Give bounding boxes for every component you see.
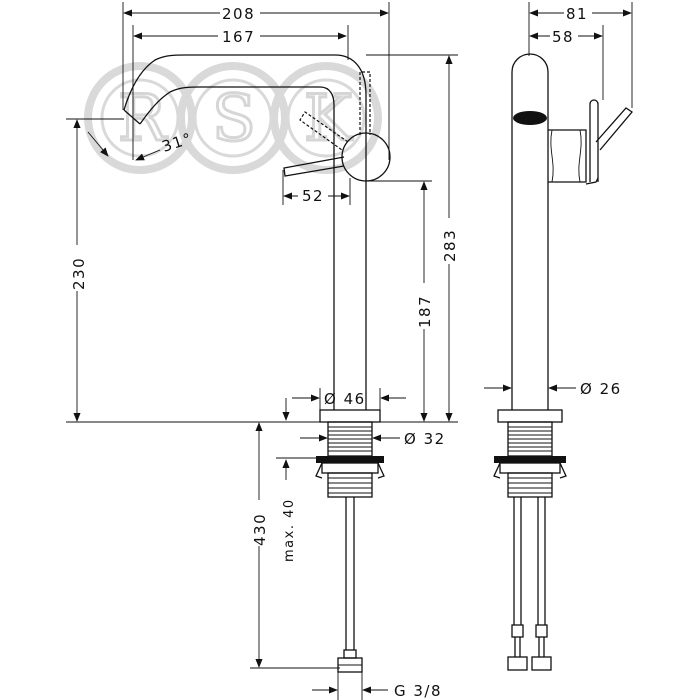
dim-total-reach: 208 [222,5,255,23]
dim-connection: G 3/8 [394,682,442,700]
lever-alt-up [359,71,371,135]
dim-spout-reach: 167 [222,28,255,46]
dim-side-width: 81 [566,5,588,23]
front-view [66,54,391,673]
side-handle-block [548,129,587,183]
fixing-nut [327,472,373,498]
threaded-shank [327,421,373,457]
side-connector-2 [531,656,552,671]
dim-height-283: 283 [441,229,459,262]
front-dimensions: 208 167 31° 52 230 283 187 [66,2,459,700]
spout-inner [139,86,335,130]
side-dimensions: 81 58 Ø 26 [484,2,633,398]
side-view [493,53,633,671]
lever-alt-angled [299,111,349,151]
mounting-plate [316,456,384,463]
dim-side-depth: 58 [552,28,574,46]
dim-height-187: 187 [416,295,434,328]
handle-lever [283,156,345,177]
base-ring [319,409,381,423]
dim-handle-offset: 52 [302,187,324,205]
side-base-ring [497,409,563,423]
rsk-watermark: R S K [84,62,382,174]
side-body-outline [511,53,549,410]
dim-body-diameter: Ø 46 [324,390,366,408]
side-mounting-plate [494,456,566,463]
dim-height-230: 230 [70,257,88,290]
dim-pipe-length: 430 [251,513,269,546]
side-threaded-shank [507,421,553,457]
side-fixing-nut [507,472,553,498]
side-lever [589,99,599,182]
dim-max-thickness: max. 40 [282,498,297,562]
spout-outline [123,54,367,130]
side-connector-1 [507,656,528,671]
watermark-letter-s: S [212,82,256,156]
dim-side-diameter: Ø 26 [580,380,622,398]
aerator-outlet [513,111,547,125]
dim-thread-diameter: Ø 32 [404,430,446,448]
